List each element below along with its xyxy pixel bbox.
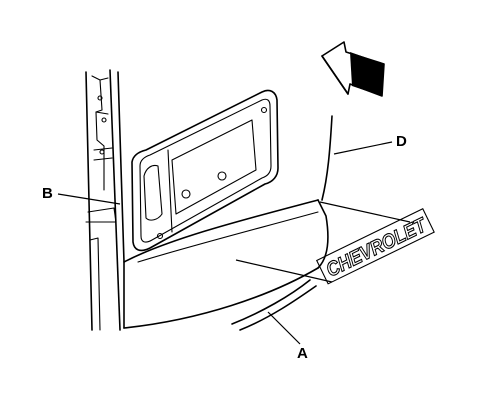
handle-bezel	[131, 89, 279, 252]
body-pillar	[85, 69, 121, 331]
emblem-text: CHEVROLET	[323, 214, 431, 282]
callout-a: A	[297, 345, 308, 362]
callout-b: B	[42, 185, 53, 202]
callout-d: D	[396, 133, 407, 150]
lower-molding	[231, 279, 317, 331]
block-arrow-icon	[321, 41, 385, 97]
chevrolet-emblem: CHEVROLET	[315, 207, 435, 285]
tailgate-panel	[117, 71, 333, 329]
leader-lines	[57, 141, 411, 345]
